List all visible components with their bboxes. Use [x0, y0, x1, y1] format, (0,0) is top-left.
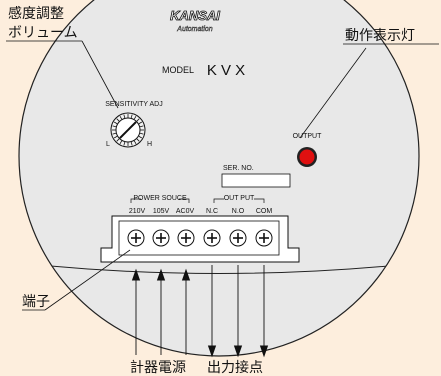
power-group-label: POWER SOUCE	[133, 195, 187, 202]
brand-subtitle: Automation	[176, 26, 213, 33]
device-housing	[18, 0, 420, 357]
model-prefix: MODEL	[162, 65, 194, 75]
sensitivity-dial[interactable]	[110, 112, 146, 148]
wire-arrow-1	[131, 268, 141, 355]
terminal-callout: 端子	[22, 294, 50, 310]
output-label: OUTPUT	[293, 133, 323, 140]
dial-low-mark: L	[106, 141, 110, 148]
serial-box	[221, 173, 291, 188]
terminal-label-210v: 210V	[129, 208, 146, 215]
sensitivity-callout-line1: 感度調整	[8, 5, 64, 22]
terminal-block	[100, 215, 300, 263]
terminal-screw-3	[177, 229, 195, 247]
terminal-screw-2	[152, 229, 170, 247]
terminal-label-105v: 105V	[153, 208, 170, 215]
terminal-label-nc: N.C	[206, 208, 218, 215]
serial-label: SER. NO.	[223, 165, 254, 172]
terminal-callout-line	[44, 249, 131, 311]
terminal-screw-1	[127, 229, 145, 247]
wire-arrow-6	[259, 265, 269, 358]
sensitivity-label: SENSITIVITY ADJ	[105, 101, 162, 108]
wire-arrow-2	[156, 268, 166, 355]
model-name: K V X	[207, 62, 245, 79]
terminal-screw-5	[229, 229, 247, 247]
terminal-label-ac0v: AC0V	[176, 208, 195, 215]
terminal-label-no: N.O	[232, 208, 245, 215]
sensitivity-callout-line	[81, 40, 119, 109]
wire-arrow-4	[207, 265, 217, 358]
wire-arrow-3	[181, 268, 191, 355]
output-contact-callout: 出力接点	[207, 359, 263, 376]
sensitivity-callout-line2: ボリューム	[8, 25, 78, 41]
indicator-callout-line	[299, 47, 367, 139]
terminal-screw-6	[255, 229, 273, 247]
brand-logo: KANSAI	[170, 8, 220, 23]
output-group-label: OUT PUT	[224, 195, 255, 202]
wire-arrow-5	[233, 265, 243, 358]
housing-ring	[19, 261, 419, 274]
dial-high-mark: H	[147, 141, 152, 148]
power-callout: 計器電源	[130, 360, 186, 376]
terminal-screw-4	[203, 229, 221, 247]
terminal-label-com: COM	[256, 208, 273, 215]
indicator-callout: 動作表示灯	[345, 28, 415, 44]
